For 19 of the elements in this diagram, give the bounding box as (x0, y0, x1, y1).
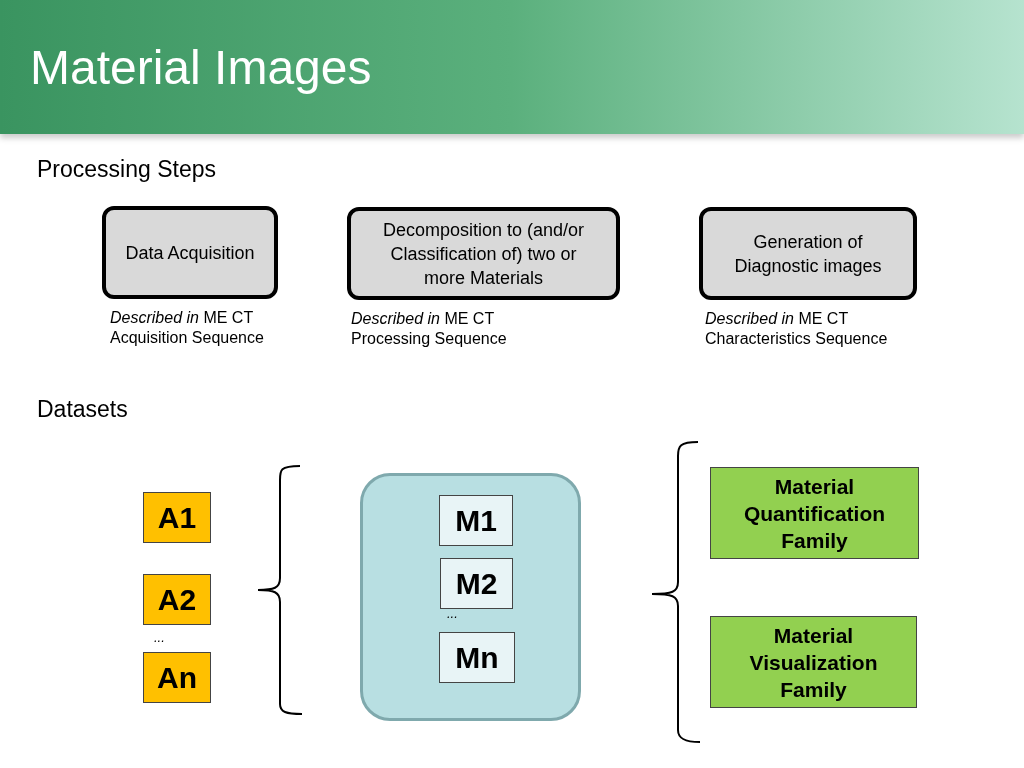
description-text: Described in ME CT Characteristics Sequence (705, 309, 889, 349)
dataset-box: A1 (143, 492, 211, 543)
process-box: Data Acquisition (102, 206, 278, 299)
material-box: Mn (439, 632, 515, 683)
section-heading: Datasets (37, 396, 128, 423)
ellipsis-text: ... (154, 629, 165, 647)
section-heading: Processing Steps (37, 156, 216, 183)
description-text: Described in ME CT Processing Sequence (351, 309, 508, 349)
description-text: Described in ME CT Acquisition Sequence (110, 308, 265, 348)
family-box: Material Quantification Family (710, 467, 919, 559)
material-box: M2 (440, 558, 513, 609)
process-box: Generation of Diagnostic images (699, 207, 917, 300)
material-box: M1 (439, 495, 513, 546)
container-box (360, 473, 581, 721)
title: Material Images (30, 40, 372, 95)
family-box: Material Visualization Family (710, 616, 917, 708)
process-box: Decomposition to (and/or Classification of) two or more Materials (347, 207, 620, 300)
dataset-box: A2 (143, 574, 211, 625)
dataset-box: An (143, 652, 211, 703)
